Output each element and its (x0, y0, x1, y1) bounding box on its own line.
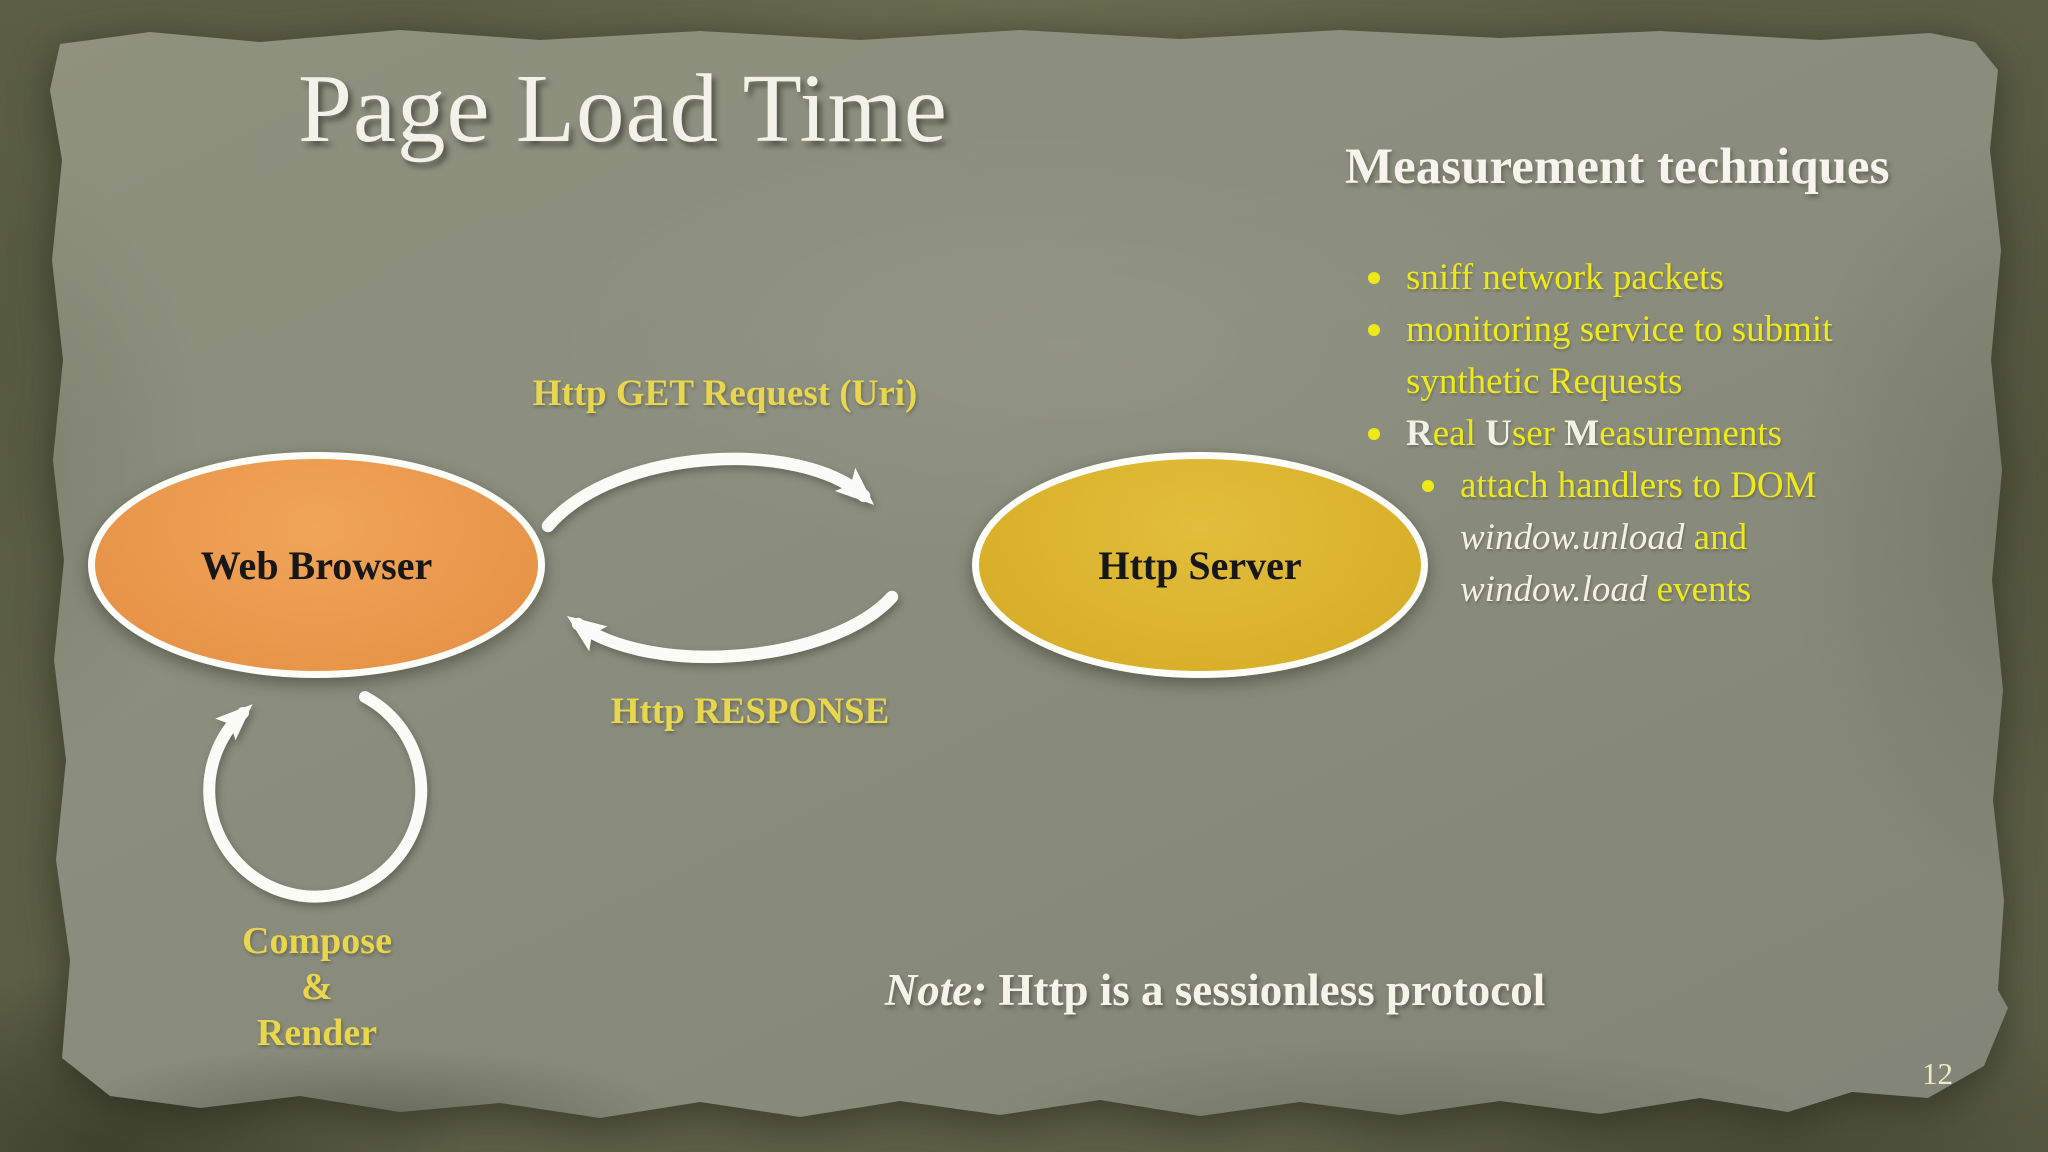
get-request-label: Http GET Request (Uri) (532, 373, 918, 414)
page-title: Page Load Time (298, 55, 948, 162)
bullet-line: window.unload and (1460, 517, 1748, 558)
bullet-line: synthetic Requests (1406, 361, 1683, 402)
http-server-node: Http Server (972, 452, 1428, 678)
bullet-item: sniff network packets (1354, 252, 1994, 304)
web-browser-node: Web Browser (88, 452, 545, 678)
bullet-line: attach handlers to DOM (1460, 465, 1817, 506)
measurement-list: sniff network packets monitoring service … (1354, 252, 1994, 616)
note-text: Note: Http is a sessionless protocol (650, 964, 1780, 1016)
compose-render-label: Compose & Render (167, 918, 467, 1056)
page-number: 12 (1922, 1056, 1953, 1091)
compose-render-line: Render (256, 1012, 378, 1054)
bullet-item: Real User Measurements (1354, 408, 1994, 460)
web-browser-label: Web Browser (200, 542, 433, 588)
measurement-techniques-heading: Measurement techniques (1345, 139, 1890, 195)
bullet-line: Real User Measurements (1406, 413, 1783, 454)
bullet-line: window.load events (1460, 569, 1752, 610)
bullet-dot (1368, 428, 1380, 440)
get-request-arrow (541, 452, 875, 533)
bullet-item: attach handlers to DOM window.unload and w… (1408, 460, 1994, 616)
bullet-line: monitoring service to submit (1406, 309, 1833, 350)
response-label: Http RESPONSE (610, 691, 890, 732)
bullet-line: sniff network packets (1406, 257, 1724, 298)
bullet-dot (1368, 272, 1380, 284)
note-body: Http is a sessionless protocol (987, 965, 1546, 1015)
bullet-dot (1368, 324, 1380, 336)
response-arrow (567, 590, 899, 664)
note-prefix: Note: (884, 965, 988, 1015)
http-server-label: Http Server (1098, 542, 1302, 588)
bullet-dot (1422, 480, 1434, 492)
compose-render-line: Compose (242, 920, 392, 962)
compose-render-line: & (301, 966, 333, 1008)
compose-render-loop-arrow (203, 691, 428, 903)
bullet-item: monitoring service to submit synthetic Re… (1354, 304, 1994, 408)
